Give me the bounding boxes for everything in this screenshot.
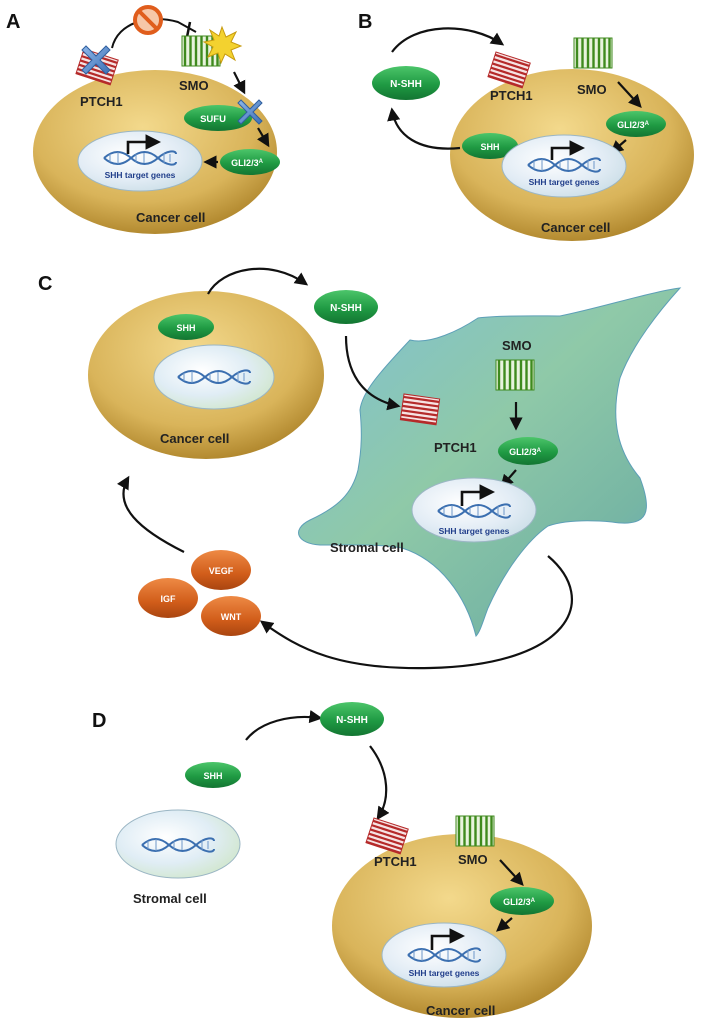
panel-c: C SHH Cancer cell N-SHH PTCH1 SMO GLI2/3… — [38, 267, 682, 670]
panel-a: A PTCH1 SMO SUFU — [6, 5, 280, 234]
cancer-cell-label: Cancer cell — [541, 220, 610, 235]
target-genes-label: SHH target genes — [409, 968, 480, 978]
smo-label: SMO — [179, 78, 209, 93]
shh-ligand: SHH — [158, 314, 214, 340]
shh-ligand: SHH — [185, 762, 241, 788]
transcription-arrow-icon — [430, 928, 466, 950]
nucleus — [115, 809, 241, 879]
panel-letter-a: A — [6, 11, 20, 33]
mutation-x-icon — [81, 45, 111, 75]
smo-label: SMO — [577, 82, 607, 97]
svg-text:SHH: SHH — [203, 771, 222, 781]
panel-d: D SHH Stromal cell N-SHH PTCH1 SMO GLI2/… — [92, 702, 592, 1018]
panel-letter-c: C — [38, 273, 52, 295]
gli-protein: GLI2/3A — [490, 887, 554, 915]
vegf-factor: VEGF — [191, 550, 251, 590]
panel-letter-b: B — [358, 11, 372, 33]
cancer-cell-label: Cancer cell — [136, 210, 205, 225]
igf-factor: IGF — [138, 578, 198, 618]
cancer-cell-label: Cancer cell — [426, 1003, 495, 1018]
svg-text:N-SHH: N-SHH — [390, 79, 422, 90]
wnt-factor: WNT — [201, 596, 261, 636]
ptch1-label: PTCH1 — [80, 94, 123, 109]
nucleus — [411, 477, 537, 543]
mutation-x-icon-sufu — [237, 99, 263, 125]
ptch1-label: PTCH1 — [490, 88, 533, 103]
stromal-cell-label: Stromal cell — [330, 540, 404, 555]
svg-text:GLI2/3A: GLI2/3A — [231, 158, 264, 168]
cancer-cell-label: Cancer cell — [160, 431, 229, 446]
transcription-arrow-icon — [550, 140, 586, 160]
svg-text:WNT: WNT — [221, 612, 242, 622]
gli-protein: GLI2/3A — [220, 149, 280, 175]
svg-text:GLI2/3A: GLI2/3A — [617, 120, 650, 130]
stromal-cell-label: Stromal cell — [133, 891, 207, 906]
nucleus — [381, 922, 507, 988]
svg-text:SUFU: SUFU — [200, 114, 226, 125]
smo-label: SMO — [502, 338, 532, 353]
n-shh-ligand: N-SHH — [320, 702, 384, 736]
smo-label: SMO — [458, 852, 488, 867]
target-genes-label: SHH target genes — [529, 177, 600, 187]
nucleus — [501, 134, 627, 198]
svg-text:GLI2/3A: GLI2/3A — [503, 897, 536, 907]
stromal-cell-body — [298, 287, 682, 637]
target-genes-label: SHH target genes — [439, 526, 510, 536]
svg-text:IGF: IGF — [161, 594, 177, 604]
svg-text:SHH: SHH — [480, 142, 499, 152]
gli-protein: GLI2/3A — [498, 437, 558, 465]
n-shh-ligand: N-SHH — [372, 66, 440, 100]
n-shh-ligand: N-SHH — [314, 290, 378, 324]
panel-letter-d: D — [92, 710, 106, 732]
svg-text:GLI2/3A: GLI2/3A — [509, 447, 542, 457]
gli-protein: GLI2/3A — [606, 111, 666, 137]
ptch1-label: PTCH1 — [374, 854, 417, 869]
prohibition-icon — [133, 5, 163, 35]
smo-receptor — [494, 358, 536, 392]
svg-text:N-SHH: N-SHH — [336, 715, 368, 726]
sufu-protein: SUFU — [184, 105, 252, 131]
ptch1-receptor — [364, 816, 410, 855]
transcription-arrow-icon — [460, 484, 496, 506]
shh-ligand: SHH — [462, 133, 518, 159]
svg-text:SHH: SHH — [176, 323, 195, 333]
smo-receptor — [572, 36, 614, 70]
ptch1-label: PTCH1 — [434, 440, 477, 455]
nucleus — [77, 130, 203, 192]
target-genes-label: SHH target genes — [105, 170, 176, 180]
activation-starburst-icon — [202, 25, 243, 65]
ptch1-receptor — [399, 392, 441, 426]
ptch1-receptor — [486, 50, 532, 89]
svg-text:VEGF: VEGF — [209, 566, 234, 576]
svg-text:N-SHH: N-SHH — [330, 303, 362, 314]
panel-b: B N-SHH SHH PTCH1 SMO GLI2/3A SHH target… — [358, 11, 694, 241]
smo-receptor — [454, 814, 496, 848]
transcription-arrow-icon — [126, 134, 162, 154]
nucleus — [153, 344, 275, 410]
